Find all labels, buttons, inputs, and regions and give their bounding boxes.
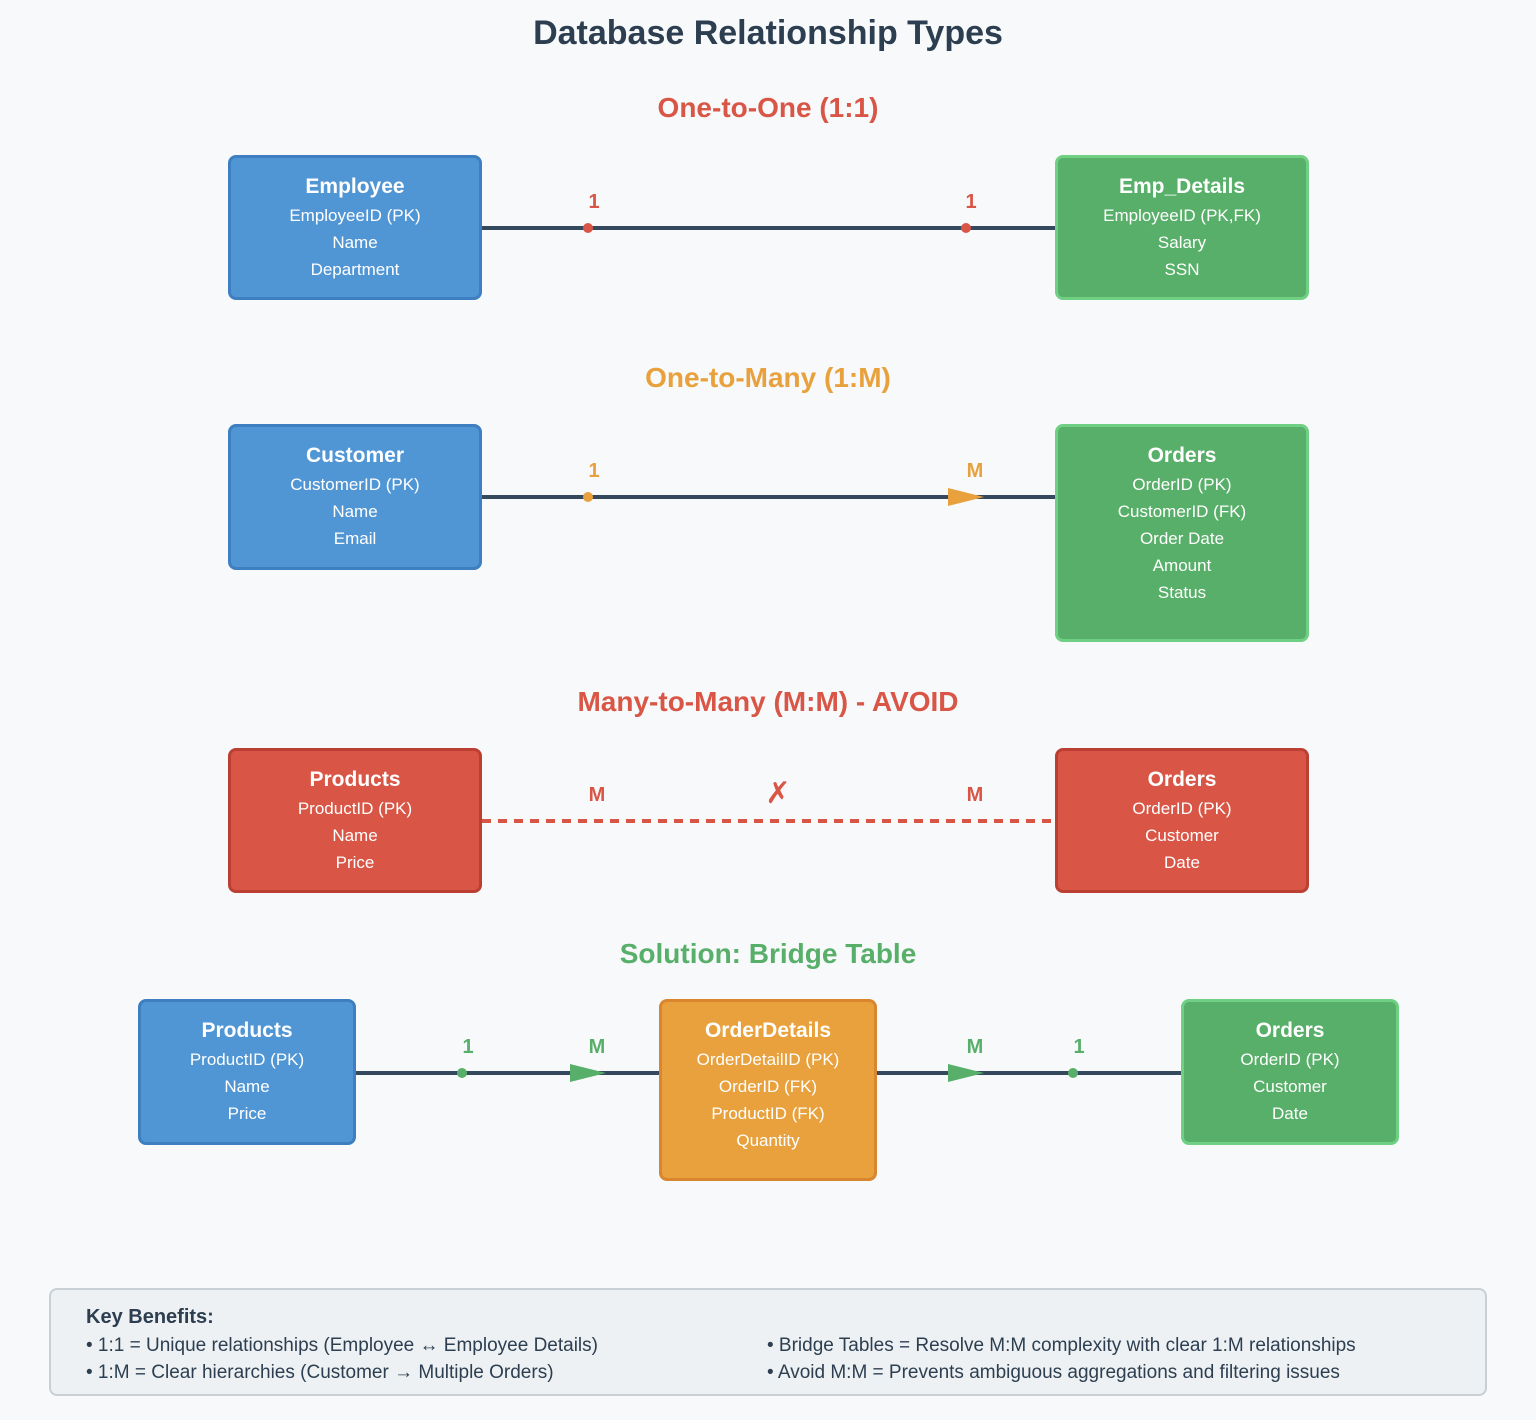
- entity-field: Price: [335, 853, 375, 872]
- entity-name: OrderDetails: [704, 1019, 832, 1042]
- benefit-item: • Bridge Tables = Resolve M:M complexity…: [767, 1335, 1356, 1356]
- many-to-many-title: Many-to-Many (M:M) - AVOID: [577, 686, 959, 717]
- entity-products-bridge[interactable]: Products ProductID (PK) Name Price: [138, 999, 356, 1145]
- benefit-item: • Avoid M:M = Prevents ambiguous aggrega…: [767, 1362, 1340, 1383]
- entity-name: Orders: [1147, 444, 1217, 467]
- entity-name: Customer: [305, 444, 405, 467]
- cardinality-label: 1: [588, 460, 600, 482]
- one-to-one-left-dot: [583, 223, 593, 233]
- cardinality-label: M: [588, 784, 606, 806]
- one-to-many-arrow: [948, 488, 984, 506]
- cardinality-label: 1: [588, 191, 600, 213]
- entity-employee[interactable]: Employee EmployeeID (PK) Name Department: [228, 155, 482, 300]
- one-to-many-title: One-to-Many (1:M): [645, 362, 891, 393]
- entity-name: Employee: [305, 175, 405, 198]
- one-to-many-dot: [583, 492, 593, 502]
- entity-field: Name: [332, 233, 378, 252]
- entity-field: Amount: [1152, 556, 1212, 575]
- entity-field: OrderID (FK): [718, 1077, 818, 1096]
- cardinality-label: 1: [1073, 1036, 1085, 1058]
- cross-mark-icon: ✗: [765, 777, 791, 810]
- cardinality-label: M: [966, 460, 984, 482]
- entity-field: EmployeeID (PK): [289, 206, 421, 225]
- entity-name: Emp_Details: [1118, 175, 1246, 198]
- entity-field: ProductID (PK): [297, 799, 413, 818]
- entity-orders-bridge[interactable]: Orders OrderID (PK) Customer Date: [1181, 999, 1399, 1145]
- entity-field: CustomerID (FK): [1117, 502, 1247, 521]
- entity-field: Department: [310, 260, 400, 279]
- entity-field: OrderID (PK): [1132, 799, 1232, 818]
- entity-emp-details[interactable]: Emp_Details EmployeeID (PK,FK) Salary SS…: [1055, 155, 1309, 300]
- entity-orders-mm[interactable]: Orders OrderID (PK) Customer Date: [1055, 748, 1309, 893]
- entity-field: Name: [332, 826, 378, 845]
- entity-customer[interactable]: Customer CustomerID (PK) Name Email: [228, 424, 482, 570]
- entity-field: OrderID (PK): [1240, 1050, 1340, 1069]
- entity-field: Date: [1272, 1104, 1308, 1123]
- entity-field: Name: [224, 1077, 270, 1096]
- entity-field: ProductID (PK): [189, 1050, 305, 1069]
- entity-name: Orders: [1255, 1019, 1325, 1042]
- entity-orders[interactable]: Orders OrderID (PK) CustomerID (FK) Orde…: [1055, 424, 1309, 642]
- entity-field: Status: [1157, 583, 1207, 602]
- entity-name: Orders: [1147, 768, 1217, 791]
- entity-name: Products: [201, 1019, 293, 1042]
- bridge-left-dot: [457, 1068, 467, 1078]
- entity-name: Products: [309, 768, 401, 791]
- entity-field: EmployeeID (PK,FK): [1103, 206, 1261, 225]
- entity-field: SSN: [1164, 260, 1200, 279]
- entity-field: ProductID (FK): [711, 1104, 825, 1123]
- entity-field: Date: [1164, 853, 1200, 872]
- entity-field: Quantity: [736, 1131, 800, 1150]
- entity-field: Order Date: [1139, 529, 1225, 548]
- cardinality-label: M: [966, 1036, 984, 1058]
- entity-products-mm[interactable]: Products ProductID (PK) Name Price: [228, 748, 482, 893]
- entity-order-details[interactable]: OrderDetails OrderDetailID (PK) OrderID …: [659, 999, 877, 1181]
- bridge-right-dot: [1068, 1068, 1078, 1078]
- entity-field: Name: [332, 502, 378, 521]
- entity-field: OrderID (PK): [1132, 475, 1232, 494]
- entity-field: Customer: [1253, 1077, 1327, 1096]
- page-title: Database Relationship Types: [533, 14, 1003, 52]
- bridge-left-arrow: [570, 1064, 606, 1082]
- entity-field: Salary: [1157, 233, 1207, 252]
- benefits-heading: Key Benefits:: [86, 1306, 214, 1328]
- entity-field: Email: [333, 529, 377, 548]
- key-benefits-panel: Key Benefits: • 1:1 = Unique relationshi…: [49, 1288, 1487, 1396]
- benefit-item: • 1:1 = Unique relationships (Employee ↔…: [86, 1335, 598, 1356]
- cardinality-label: M: [966, 784, 984, 806]
- cardinality-label: 1: [965, 191, 977, 213]
- benefit-item: • 1:M = Clear hierarchies (Customer → Mu…: [86, 1362, 554, 1383]
- one-to-one-title: One-to-One (1:1): [657, 92, 879, 123]
- one-to-one-right-dot: [961, 223, 971, 233]
- cardinality-label: M: [588, 1036, 606, 1058]
- bridge-title: Solution: Bridge Table: [619, 938, 917, 969]
- cardinality-label: 1: [462, 1036, 474, 1058]
- bridge-right-arrow: [948, 1064, 984, 1082]
- entity-field: Price: [227, 1104, 267, 1123]
- entity-field: OrderDetailID (PK): [696, 1050, 840, 1069]
- entity-field: Customer: [1145, 826, 1219, 845]
- entity-field: CustomerID (PK): [290, 475, 420, 494]
